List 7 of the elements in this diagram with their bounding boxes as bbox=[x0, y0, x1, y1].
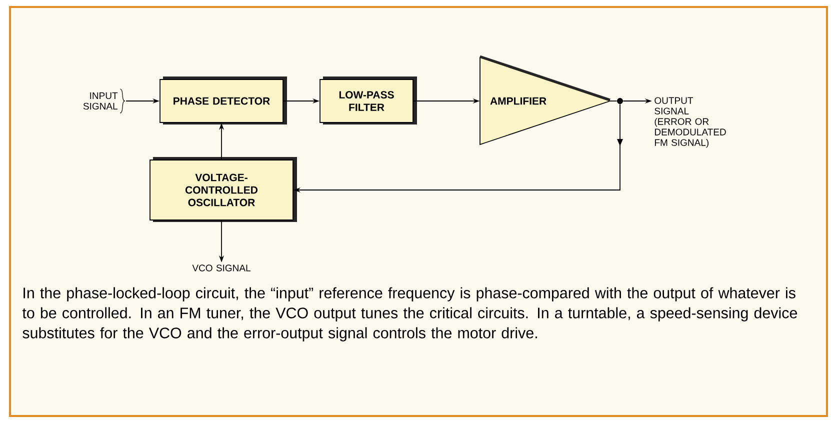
signal-label: OUTPUT SIGNAL (ERROR OR DEMODULATED FM SIGNAL) bbox=[654, 97, 726, 148]
block-box: VOLTAGE-CONTROLLED OSCILLATOR bbox=[150, 157, 297, 222]
block-box: LOW-PASS FILTER bbox=[320, 76, 417, 124]
block-box: PHASE DETECTOR bbox=[160, 76, 287, 124]
input-label: INPUT SIGNAL bbox=[83, 88, 126, 114]
caption-text: In the phase-locked-loop circuit, the “input” reference frequency is phase-compared with the output of whatever is to be controlled. In an FM tuner, the VCO output tunes the critical circuits. In a turntable, a speed-sensing device substitutes for the VCO and the error-output signal controls the motor drive. bbox=[22, 287, 797, 342]
signal-label: VCO SIGNAL bbox=[192, 264, 250, 272]
